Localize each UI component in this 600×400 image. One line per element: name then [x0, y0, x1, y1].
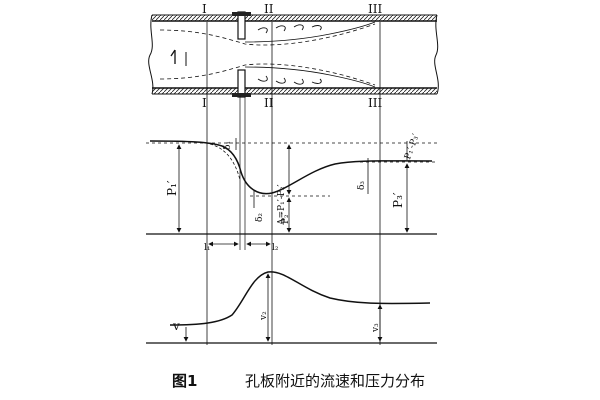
- label-p2: P₂′: [281, 212, 291, 224]
- label-delta2: δ₂: [255, 213, 265, 222]
- label-delta-p: Δ=P₁′-P₂′: [277, 185, 287, 226]
- axial-pressure-curve: [209, 143, 241, 181]
- label-v3: v₃: [371, 323, 381, 333]
- label-v1: v: [172, 319, 180, 333]
- section-label-3-top: III: [368, 2, 382, 16]
- velocity-curve: [169, 271, 431, 326]
- section-label-3-mid: III: [368, 96, 382, 110]
- label-l1: l₁: [204, 243, 211, 253]
- pressure-plot: [146, 138, 437, 247]
- pipe-bottom-wall: [152, 88, 437, 94]
- label-v2: v₂: [259, 311, 269, 321]
- label-p3: P₃′: [391, 192, 405, 208]
- section-lines: [206, 22, 381, 345]
- pipe-break-left: [148, 14, 154, 95]
- label-p1p3: P₁′-P₃′: [403, 133, 421, 161]
- figure-number: 图1: [172, 372, 197, 390]
- section-label-1-mid: I: [202, 96, 207, 110]
- pipe-top-wall: [152, 15, 437, 21]
- streamline-lower: [159, 63, 376, 86]
- flange-bottom: [232, 93, 251, 97]
- section-label-2-mid: II: [264, 96, 274, 110]
- streamline-upper: [159, 23, 376, 46]
- eddies-lower: [257, 75, 322, 85]
- pipe-break-right: [434, 14, 439, 95]
- eddies-upper: [257, 24, 322, 34]
- flange-top: [232, 12, 251, 16]
- section-label-2-top: II: [264, 2, 274, 16]
- label-delta1: δ₁: [223, 141, 233, 150]
- orifice-plate-top: [237, 11, 246, 40]
- jet-edge-upper: [244, 21, 376, 43]
- label-l2: l₂: [272, 243, 279, 253]
- pressure-curve: [149, 140, 433, 195]
- pipe: [148, 11, 439, 98]
- section-label-1-top: I: [202, 2, 207, 16]
- orifice-plate-bottom: [237, 69, 246, 98]
- velocity-plot: [146, 271, 437, 344]
- arrow-left-icon: [170, 49, 187, 66]
- jet-edge-lower: [244, 66, 376, 88]
- label-p1: P₁′: [165, 180, 179, 196]
- label-delta3: δ₃: [357, 181, 367, 190]
- figure-caption: 孔板附近的流速和压力分布: [245, 372, 425, 390]
